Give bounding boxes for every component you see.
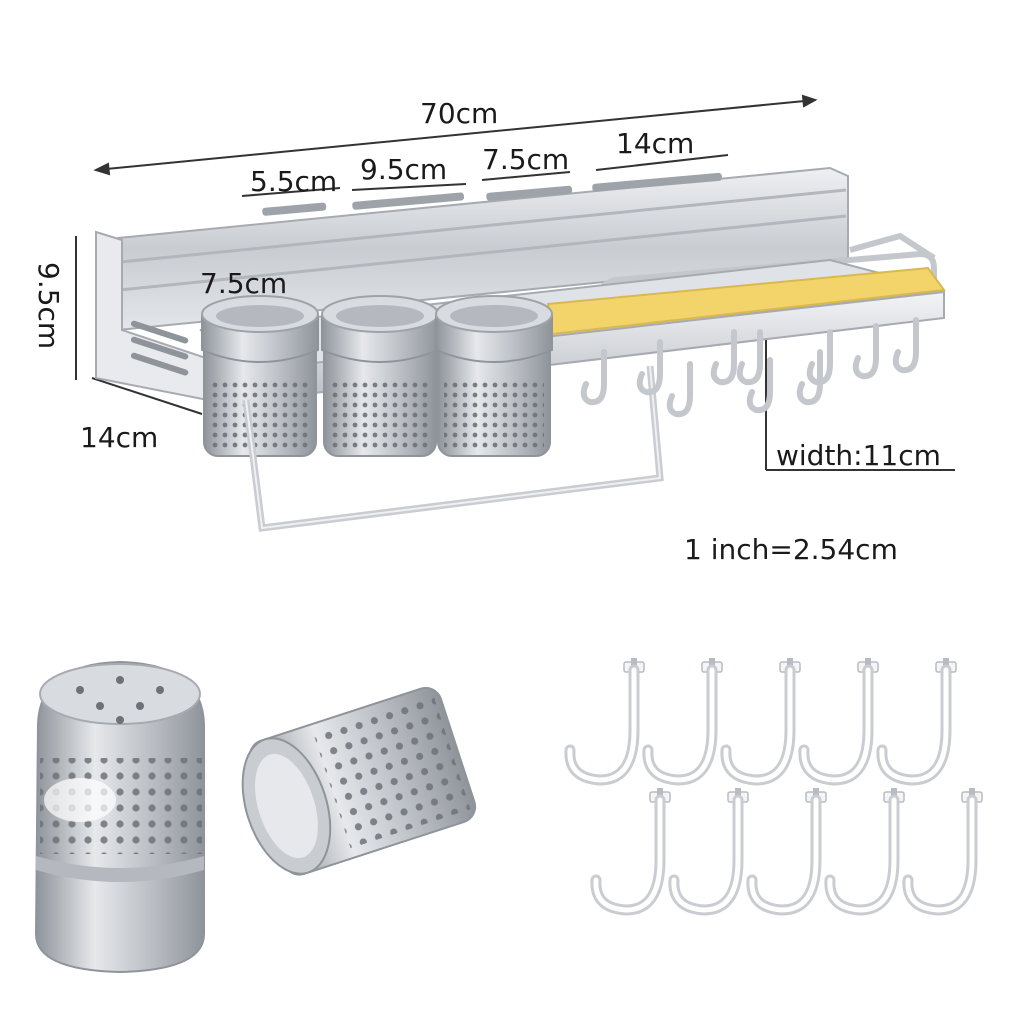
loose-hook <box>798 658 879 786</box>
rack-hook <box>666 361 693 418</box>
loose-cup-standing <box>34 660 205 974</box>
rack-cups <box>201 295 553 457</box>
loose-hook <box>824 788 905 916</box>
conversion-note: 1 inch=2.54cm <box>684 533 898 566</box>
rack-cup <box>321 295 439 457</box>
total-length-label: 70cm <box>420 97 499 130</box>
rack-hook <box>796 349 823 406</box>
height-label: 9.5cm <box>32 262 65 350</box>
segment-2-label: 9.5cm <box>360 153 448 186</box>
shelf-width-label: width:11cm <box>776 439 941 472</box>
rack-cup <box>201 295 319 457</box>
depth-label: 14cm <box>80 421 159 454</box>
rack-hooks <box>580 317 919 418</box>
loose-hook <box>590 788 671 916</box>
cup-diameter-label: 7.5cm <box>200 267 288 300</box>
loose-hook <box>902 788 983 916</box>
loose-hook <box>876 658 957 786</box>
loose-hook <box>564 658 645 786</box>
loose-hook <box>720 658 801 786</box>
towel-bar <box>242 365 664 532</box>
rack-hook <box>892 317 919 374</box>
rack-hook <box>710 329 737 386</box>
rack-hook <box>806 329 833 386</box>
loose-hooks <box>564 658 983 916</box>
back-panel <box>117 166 849 332</box>
loose-hook <box>668 788 749 916</box>
rack-cup <box>435 295 553 457</box>
rack-hook <box>746 357 773 414</box>
rack-hook <box>736 329 763 386</box>
rack-hook <box>580 349 607 406</box>
loose-cup-tilted <box>241 686 477 876</box>
rack-hook <box>636 339 663 396</box>
rack-hook <box>852 323 879 380</box>
segment-4-label: 14cm <box>616 127 695 160</box>
loose-hook <box>746 788 827 916</box>
loose-hook <box>642 658 723 786</box>
segment-3-label: 7.5cm <box>482 143 570 176</box>
segment-1-label: 5.5cm <box>250 165 338 198</box>
